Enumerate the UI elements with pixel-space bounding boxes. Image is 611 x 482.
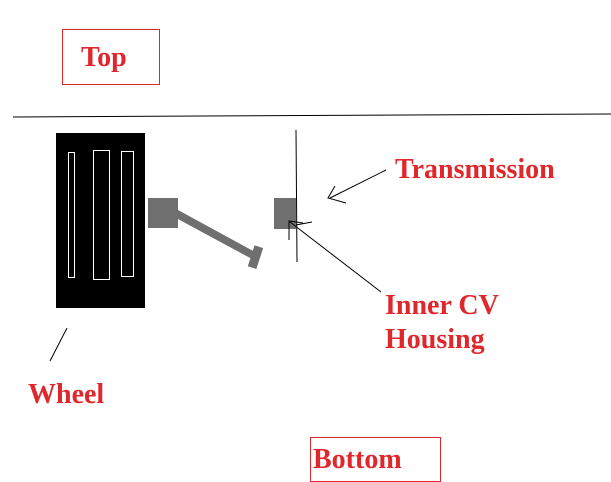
label-transmission: Transmission bbox=[395, 154, 555, 185]
housing-tick bbox=[295, 221, 313, 226]
label-bottom: Bottom bbox=[310, 437, 441, 482]
label-wheel: Wheel bbox=[28, 379, 105, 410]
label-inner-cv-line2: Housing bbox=[385, 324, 485, 355]
inner-cv-pointer bbox=[288, 220, 382, 293]
wheel-tread-2 bbox=[93, 150, 110, 280]
label-inner-cv-line1: Inner CV bbox=[385, 290, 499, 321]
wheel-pointer bbox=[49, 327, 68, 362]
reference-line bbox=[12, 113, 611, 118]
axle-shaft bbox=[176, 210, 255, 259]
wheel bbox=[56, 133, 145, 308]
wheel-tread-3 bbox=[121, 151, 134, 277]
wheel-tread-1 bbox=[68, 152, 75, 278]
transmission-line bbox=[295, 129, 298, 263]
axle-end bbox=[247, 245, 264, 270]
outer-cv-joint bbox=[148, 198, 178, 228]
transmission-pointer bbox=[327, 169, 387, 204]
label-inner-cv-housing: Inner CV Housing bbox=[385, 289, 545, 357]
label-top: Top bbox=[62, 29, 160, 85]
